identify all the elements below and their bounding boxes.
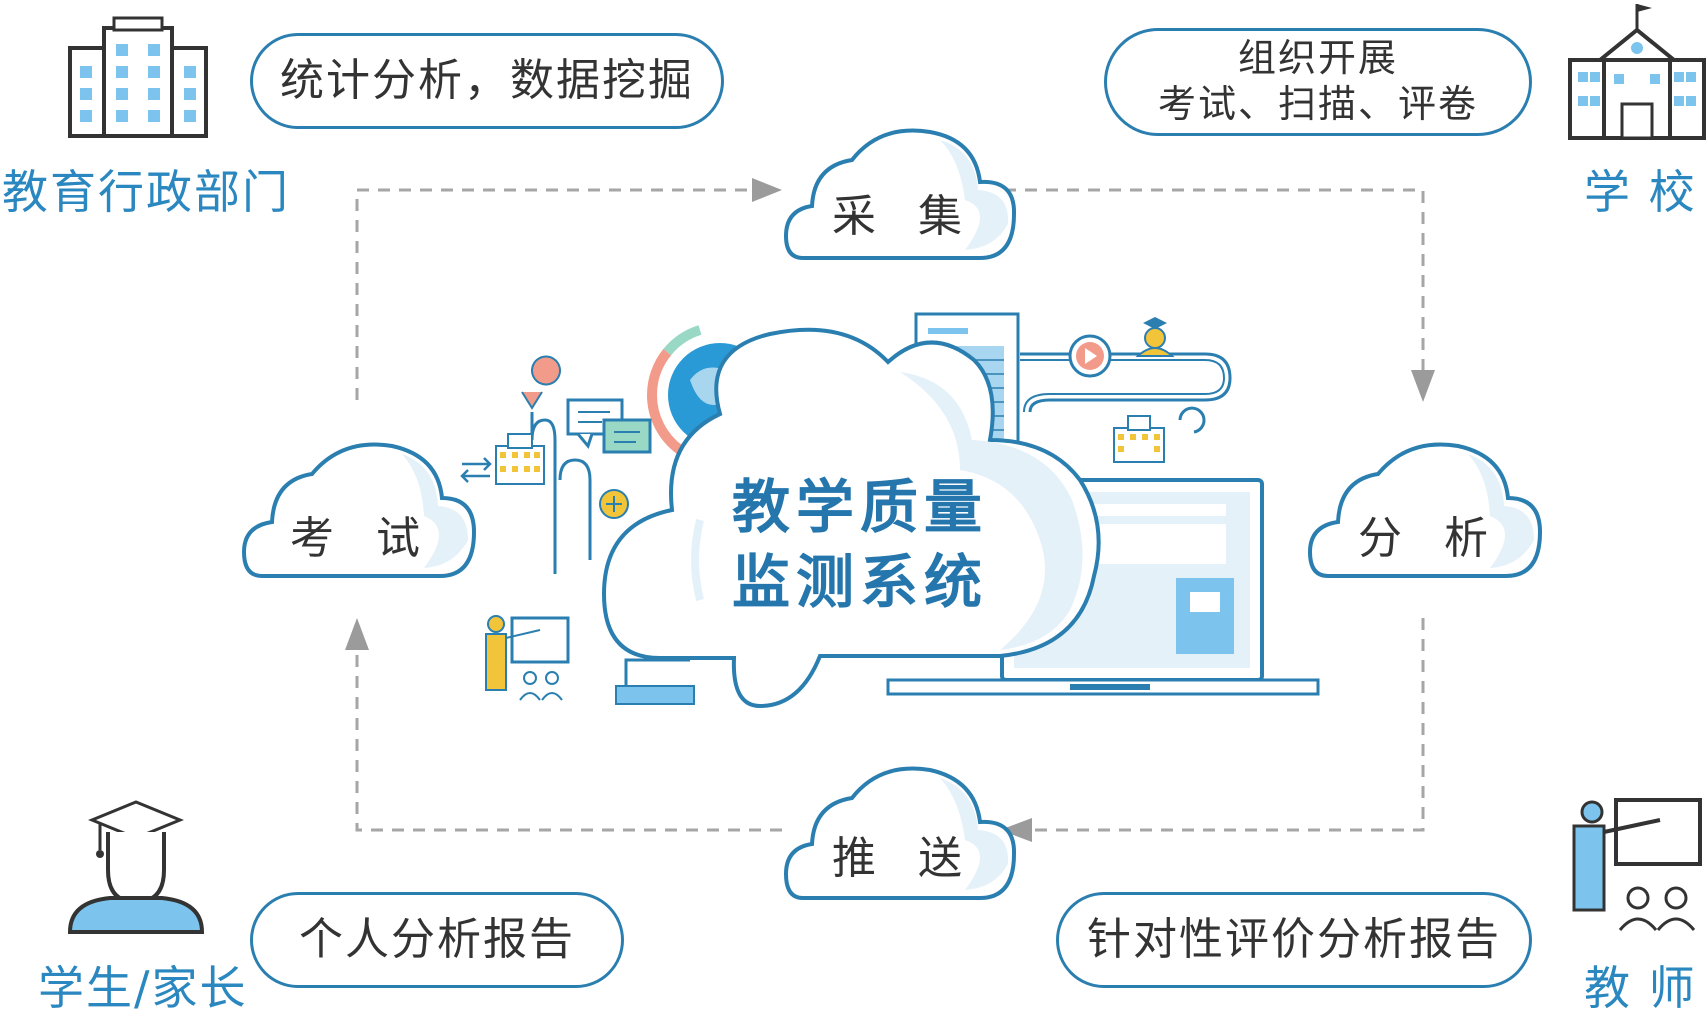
bubble-school: 组织开展 考试、扫描、评卷 [1104, 28, 1532, 136]
arrow-to-exam [345, 618, 369, 650]
graduate-student-icon [67, 800, 205, 934]
office-building-icon [68, 16, 208, 138]
center-title: 教学质量 监测系统 [700, 470, 1020, 621]
bubble-teacher-text: 针对性评价分析报告 [1087, 913, 1501, 965]
arrow-to-analyze [1411, 370, 1435, 402]
central-illustration [460, 312, 1320, 709]
bubble-teacher: 针对性评价分析报告 [1056, 892, 1532, 988]
center-title-line2: 监测系统 [731, 548, 988, 617]
cycle-label-exam: 考 试 [290, 513, 434, 564]
cycle-label-collect: 采 集 [832, 191, 976, 242]
role-label-student: 学生/家长 [38, 961, 248, 1015]
role-label-school: 学 校 [1584, 165, 1697, 219]
cloud-analyze [1307, 442, 1543, 578]
bubble-school-line1: 组织开展 [1237, 36, 1398, 81]
role-label-teacher: 教 师 [1584, 961, 1697, 1015]
cloud-collect [783, 128, 1017, 260]
bubble-school-line2: 考试、扫描、评卷 [1157, 82, 1478, 126]
cycle-label-push: 推 送 [832, 833, 976, 884]
bubble-bureau-text: 统计分析，数据挖掘 [280, 54, 694, 106]
cloud-exam [241, 442, 477, 578]
teacher-presenting-icon [1572, 798, 1702, 931]
arrow-to-collect [752, 178, 782, 202]
center-title-line1: 教学质量 [731, 473, 988, 541]
cycle-dashed-path [355, 188, 1425, 832]
bubble-bureau: 统计分析，数据挖掘 [250, 33, 724, 129]
cycle-arrowheads [345, 178, 1435, 842]
bubble-student: 个人分析报告 [250, 892, 624, 988]
cycle-label-analyze: 分 析 [1358, 513, 1502, 564]
bubble-student-text: 个人分析报告 [299, 913, 575, 965]
cloud-push [783, 766, 1017, 900]
role-label-bureau: 教育行政部门 [2, 165, 290, 219]
school-building-icon [1568, 4, 1706, 140]
arrow-to-push [1000, 818, 1032, 842]
